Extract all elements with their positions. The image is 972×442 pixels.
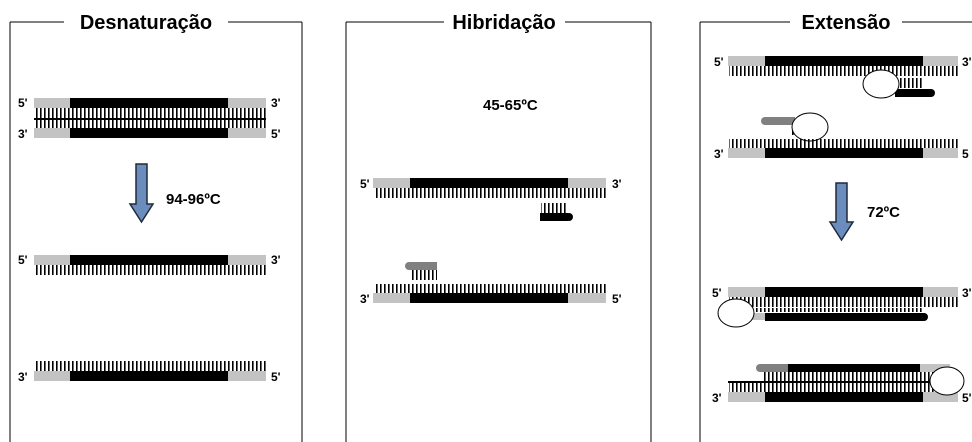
primer <box>405 262 437 280</box>
dna-single-strand <box>34 255 266 275</box>
panel-frame <box>9 21 303 442</box>
polymerase-icon <box>717 298 755 328</box>
dna-single-strand <box>728 56 958 76</box>
temperature-label: 45-65ºC <box>483 97 538 114</box>
end-label: 5' <box>612 292 622 306</box>
panel-title: Desnaturação <box>80 12 212 34</box>
dna-double-strand <box>728 287 958 321</box>
dna-single-strand <box>373 178 606 198</box>
panel-hibridacao: Hibridação 45-65ºC 5' 3' 3' 5' <box>345 12 652 442</box>
polymerase-icon <box>862 69 900 99</box>
panel-extensao: Extensão 5' 3' 3' 5 72º <box>699 12 972 442</box>
end-label: 3' <box>271 253 281 267</box>
dna-single-strand <box>34 361 266 381</box>
panel-frame <box>699 21 972 442</box>
end-label: 3' <box>962 55 972 69</box>
panel-title: Hibridação <box>452 12 555 34</box>
end-label: 5' <box>360 177 370 191</box>
primer <box>880 78 935 97</box>
panel-title: Extensão <box>802 12 891 34</box>
end-label: 5' <box>714 55 724 69</box>
end-label: 3' <box>18 370 28 384</box>
dna-single-strand <box>373 284 606 303</box>
end-label: 3' <box>18 127 28 141</box>
panel-desnaturacao: Desnaturação 5' 3' 3' 5' 94-96ºC 5' 3' <box>9 12 303 442</box>
end-label: 3' <box>714 147 724 161</box>
primer <box>540 203 573 221</box>
end-label: 5' <box>18 96 28 110</box>
dna-double-strand <box>34 98 266 138</box>
end-label: 3' <box>271 96 281 110</box>
end-label: 5' <box>962 391 972 405</box>
end-label: 5' <box>271 370 281 384</box>
panel-frame <box>345 21 652 442</box>
temperature-label: 94-96ºC <box>166 191 221 208</box>
end-label: 3' <box>962 286 972 300</box>
end-label: 5 <box>962 147 969 161</box>
down-arrow-icon <box>828 182 855 242</box>
down-arrow-icon <box>128 163 155 224</box>
end-label: 3' <box>360 292 370 306</box>
temperature-label: 72ºC <box>867 204 900 221</box>
end-label: 3' <box>612 177 622 191</box>
dna-double-strand <box>728 364 958 402</box>
dna-single-strand <box>728 139 958 158</box>
polymerase-icon <box>791 112 829 142</box>
end-label: 5' <box>18 253 28 267</box>
polymerase-icon <box>929 366 965 396</box>
end-label: 3' <box>712 391 722 405</box>
end-label: 5' <box>271 127 281 141</box>
end-label: 5' <box>712 286 722 300</box>
